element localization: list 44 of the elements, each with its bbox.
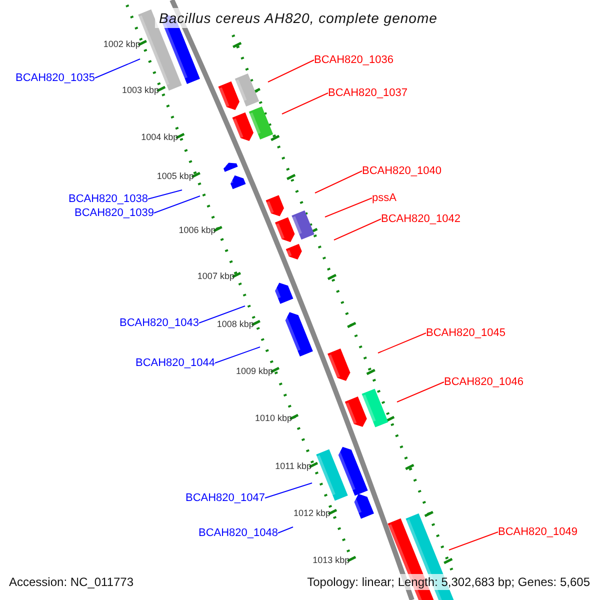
gene-label: BCAH820_1037 xyxy=(328,86,408,100)
position-tick-label: 1009 kbp xyxy=(236,366,273,377)
genome-summary-text: Topology: linear; Length: 5,302,683 bp; Genes: 5,605 xyxy=(307,574,590,590)
leader-line xyxy=(148,190,182,200)
position-tick-label: 1013 kbp xyxy=(312,555,350,566)
leader-line xyxy=(154,196,200,214)
position-tick-label: 1010 kbp xyxy=(254,413,292,424)
gene-label: BCAH820_1043 xyxy=(119,316,199,330)
leader-line xyxy=(268,60,314,82)
leader-line xyxy=(278,526,294,534)
gene-label: BCAH820_1036 xyxy=(314,53,394,67)
gene-label: BCAH820_1035 xyxy=(15,71,95,85)
leader-line xyxy=(282,92,328,114)
gene-label: BCAH820_1040 xyxy=(362,164,442,178)
leader-line xyxy=(396,382,444,402)
gene-label: BCAH820_1046 xyxy=(444,375,524,389)
position-tick-label: 1007 kbp xyxy=(197,271,234,282)
gene-label: BCAH820_1044 xyxy=(135,356,215,370)
position-tick-label: 1011 kbp xyxy=(275,461,312,472)
leader-line xyxy=(378,332,426,354)
position-tick-label: 1005 kbp xyxy=(156,171,194,182)
gene-label: BCAH820_1045 xyxy=(426,326,506,340)
position-tick-label: 1012 kbp xyxy=(294,508,331,519)
gene-label: BCAH820_1039 xyxy=(74,206,154,220)
position-tick-label: 1003 kbp xyxy=(122,85,160,96)
leader-line xyxy=(314,170,362,194)
leader-line xyxy=(94,58,140,78)
gene-label: BCAH820_1042 xyxy=(381,212,461,226)
leader-line xyxy=(448,532,498,550)
gene-label: pssA xyxy=(372,191,396,205)
leader-line xyxy=(214,346,260,364)
leader-line xyxy=(264,482,312,498)
gene-label: BCAH820_1038 xyxy=(68,192,148,206)
position-tick-label: 1008 kbp xyxy=(216,319,254,330)
position-tick-label: 1002 kbp xyxy=(103,39,140,50)
gene-label: BCAH820_1048 xyxy=(198,526,278,540)
position-tick-label: 1004 kbp xyxy=(141,132,178,143)
gene-label: BCAH820_1047 xyxy=(185,491,265,505)
position-tick-label: 1006 kbp xyxy=(178,225,216,236)
accession-text: Accession: NC_011773 xyxy=(9,574,134,590)
leader-line xyxy=(334,218,382,240)
leader-line xyxy=(324,198,372,218)
leader-line xyxy=(198,306,246,324)
gene-label: BCAH820_1049 xyxy=(498,525,578,539)
